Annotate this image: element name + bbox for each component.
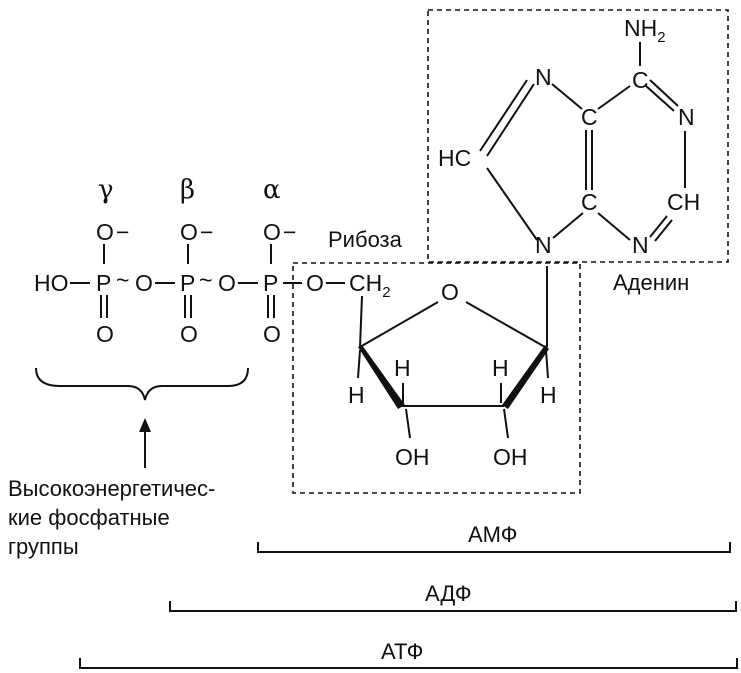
adp-label: АДФ: [425, 581, 472, 606]
caption-line-2: кие фосфатные: [8, 505, 170, 530]
ch2-group: CH2: [349, 270, 391, 301]
beta-label: β: [180, 175, 195, 205]
adenine-label: Аденин: [613, 270, 689, 295]
gamma-beta-tilde: ~: [116, 267, 129, 293]
c3-hydrogen: H: [394, 355, 411, 381]
c1-hydrogen: H: [540, 382, 557, 408]
n7-nitrogen: N: [535, 64, 552, 90]
ribose-label: Рибоза: [328, 227, 403, 252]
c2-ch: CH: [667, 189, 700, 215]
c5-carbon: C: [581, 104, 598, 130]
c4-carbon: C: [581, 189, 598, 215]
phosphate-brace: [35, 367, 249, 401]
hydroxyl-ho: HO: [34, 270, 69, 296]
alpha-top-minus: −: [283, 219, 296, 245]
bridge-oxygen-1: O: [135, 270, 153, 296]
gamma-bottom-oxygen: O: [96, 321, 114, 347]
alpha-phosphorus: P: [263, 270, 278, 296]
n1-nitrogen: N: [678, 104, 695, 130]
ring-wedge-right: [502, 345, 549, 409]
ring-oxygen: O: [441, 279, 459, 305]
alpha-top-oxygen: O: [263, 219, 281, 245]
caption-line-1: Высокоэнергетичес-: [8, 476, 215, 501]
c2-hydroxyl: OH: [493, 444, 528, 470]
adenine: Аденин NH2 C N N C HC C CH N N: [438, 15, 700, 295]
gamma-phosphorus: P: [96, 270, 111, 296]
c3-hydroxyl: OH: [395, 444, 430, 470]
gamma-top-oxygen: O: [96, 219, 114, 245]
brace-arrow-head: [139, 418, 151, 432]
c8-hc: HC: [438, 145, 471, 171]
beta-bottom-oxygen: O: [180, 321, 198, 347]
atp-bracket: [79, 658, 738, 669]
amino-group: NH2: [624, 15, 666, 46]
adenine-box: [427, 9, 729, 263]
bridge-oxygen-2: O: [218, 270, 236, 296]
adp-bracket: [169, 601, 737, 612]
c6-carbon: C: [632, 67, 649, 93]
ring-wedge-left: [358, 345, 405, 409]
bridge-oxygen-3: O: [306, 270, 324, 296]
amp-bracket: [257, 542, 731, 553]
ribose: Рибоза CH2 O H H H H OH OH: [328, 227, 557, 470]
c2-hydrogen: H: [492, 355, 509, 381]
ribose-box: [292, 262, 581, 494]
caption-line-3: группы: [8, 534, 79, 559]
alpha-bottom-oxygen: O: [263, 321, 281, 347]
n3-nitrogen: N: [632, 232, 649, 258]
amp-label: АМФ: [468, 522, 517, 547]
atp-label: АТФ: [381, 639, 423, 664]
beta-top-oxygen: O: [180, 219, 198, 245]
alpha-label: α: [263, 175, 281, 205]
beta-alpha-tilde: ~: [199, 267, 212, 293]
gamma-label: γ: [98, 175, 114, 205]
phosphate-chain: γ β α O − O − O − HO P ~ O P ~ O P O: [34, 175, 345, 347]
gamma-top-minus: −: [116, 219, 129, 245]
beta-top-minus: −: [200, 219, 213, 245]
c4-hydrogen: H: [348, 382, 365, 408]
beta-phosphorus: P: [180, 270, 195, 296]
n9-nitrogen: N: [535, 232, 552, 258]
